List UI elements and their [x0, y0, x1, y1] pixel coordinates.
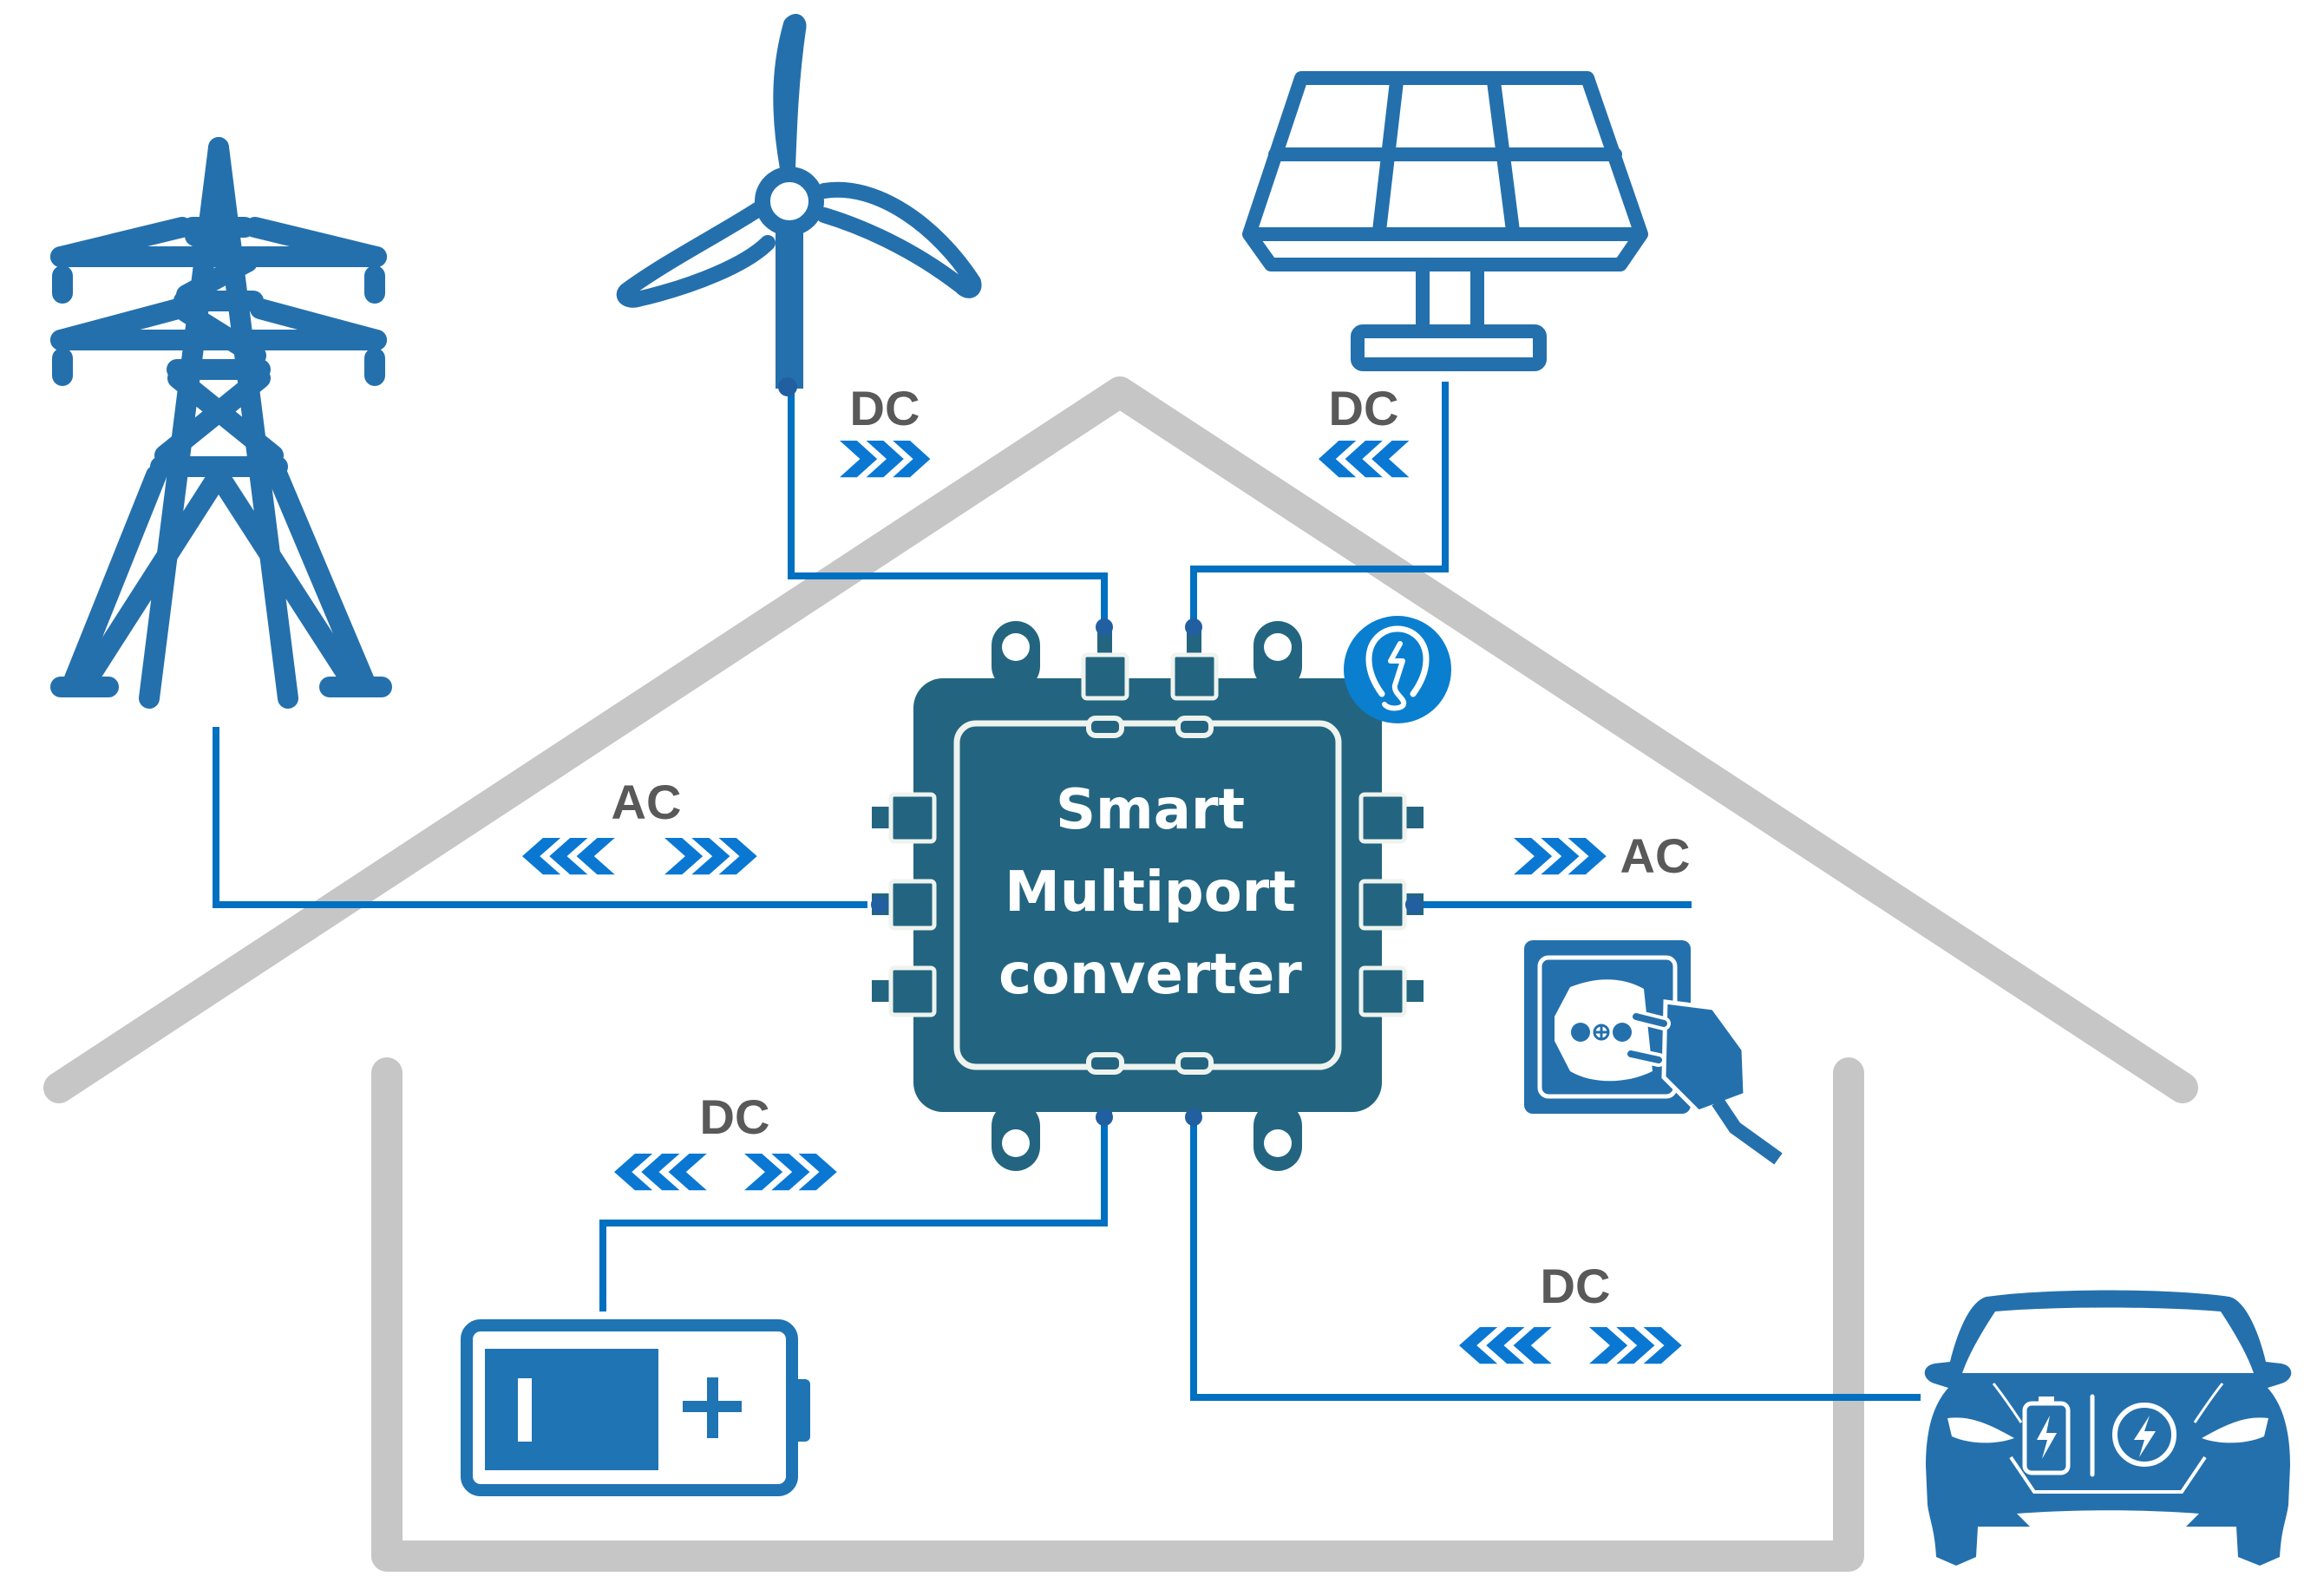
bottom-ports: [1096, 1102, 1202, 1126]
converter-body: [913, 678, 1382, 1112]
converter-inner-frame: [953, 720, 1342, 1070]
wind-wire: [788, 386, 1108, 626]
converter-title-line2: Multiport: [1005, 860, 1296, 925]
wind-turbine-icon: [616, 14, 982, 396]
house-outline: [43, 376, 2198, 1572]
solar-panel-icon: [1242, 71, 1648, 371]
wind-dc-label: DC: [850, 381, 920, 435]
battery-dc-label: DC: [700, 1089, 770, 1144]
outlet-ac-label: AC: [1620, 828, 1691, 883]
top-ports: [1081, 618, 1219, 701]
ev-dc-label-group: DC: [1459, 1259, 1682, 1364]
wires: [213, 382, 1921, 1401]
power-outlet-plug-icon: [1524, 940, 1783, 1165]
smart-multiport-converter: Smart Multiport converter: [871, 616, 1451, 1171]
arrow-left-icon: [1319, 441, 1410, 478]
left-ports: [871, 792, 937, 1017]
arrow-left-icon: [614, 1154, 707, 1191]
arrow-right-icon: [1514, 838, 1607, 875]
house-walls: [371, 1057, 1864, 1572]
battery-wire: [599, 1119, 1108, 1311]
grid-wire: [213, 727, 867, 908]
arrow-right-icon: [840, 441, 931, 478]
converter-title-line1: Smart: [1056, 778, 1245, 842]
arrow-left-icon: [1459, 1327, 1552, 1364]
arrow-right-icon: [664, 838, 757, 875]
outlet-ac-label-group: AC: [1514, 828, 1690, 883]
grid-ac-label-group: AC: [522, 775, 757, 875]
arrow-right-icon: [1589, 1327, 1682, 1364]
frame-notches: [1086, 716, 1214, 1075]
grid-ac-label: AC: [612, 775, 682, 829]
electric-car-icon: [1924, 1290, 2292, 1566]
right-ports: [1358, 792, 1424, 1017]
solar-dc-label-group: DC: [1319, 381, 1410, 478]
arrow-left-icon: [522, 838, 615, 875]
wind-dc-label-group: DC: [840, 381, 931, 478]
battery-icon: [461, 1319, 810, 1496]
transmission-tower-icon: [50, 137, 392, 709]
converter-title-line3: converter: [998, 943, 1302, 1007]
solar-wire: [1190, 382, 1449, 626]
lightbulb-bolt-icon: [1344, 616, 1451, 723]
solar-dc-label: DC: [1329, 381, 1399, 435]
house-roof: [43, 376, 2198, 1103]
battery-dc-label-group: DC: [614, 1089, 837, 1191]
arrow-right-icon: [744, 1154, 837, 1191]
ev-dc-label: DC: [1541, 1259, 1611, 1313]
ev-wire: [1190, 1119, 1921, 1401]
mounting-holes: [1002, 633, 1292, 1157]
